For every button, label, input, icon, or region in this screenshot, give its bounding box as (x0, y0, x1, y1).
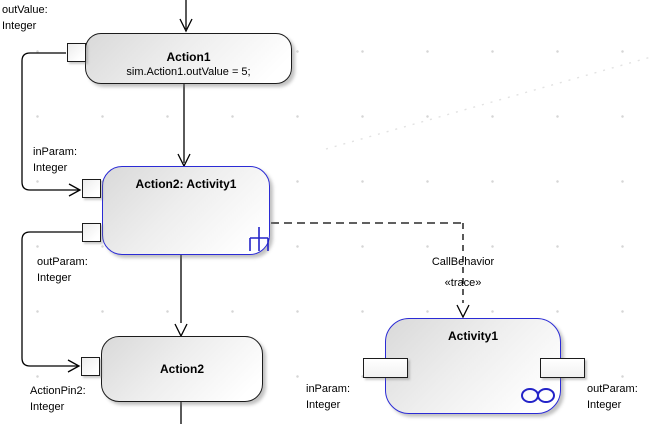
activity-node-activity1[interactable]: Activity1 (385, 318, 561, 414)
label-line: Integer (2, 20, 37, 32)
action-node-action2[interactable]: Action2 (101, 336, 263, 402)
control-flow-into-action1[interactable] (179, 0, 193, 33)
control-flow-action1-to-call[interactable] (177, 84, 191, 168)
pin-outvalue[interactable] (67, 43, 86, 62)
connector-stereotype-label: «trace» (444, 277, 482, 289)
label-line: Integer (30, 401, 65, 413)
label-line: outParam: (587, 383, 638, 395)
pin-label-actionpin2: ActionPin2: Integer (30, 383, 86, 415)
node-title: Activity1 (447, 329, 499, 343)
label-line: outValue: (2, 4, 48, 16)
composite-structure-icon (521, 388, 555, 403)
pin-inparam[interactable] (82, 179, 101, 198)
trace-connector[interactable] (271, 222, 470, 319)
pin-label-inparam: inParam: Integer (33, 144, 77, 176)
object-flow-outparam-to-actionpin2[interactable] (21, 231, 82, 373)
activity-parameter-inparam[interactable] (363, 358, 408, 378)
label-line: outParam: (37, 256, 88, 268)
label-line: Integer (37, 272, 72, 284)
node-title: Action2 (159, 362, 204, 376)
activity-parameter-outparam[interactable] (540, 358, 585, 378)
pin-actionpin2[interactable] (81, 357, 100, 376)
call-behavior-rake-icon (249, 227, 269, 251)
pin-outparam[interactable] (82, 223, 101, 242)
label-line: Integer (587, 399, 622, 411)
object-flow-outvalue-to-inparam[interactable] (21, 52, 82, 197)
connector-name-label: CallBehavior (431, 256, 495, 268)
label-line: inParam: (33, 146, 78, 158)
label-line: Integer (306, 399, 341, 411)
faded-trace-line (325, 56, 651, 150)
node-title: Action1 (166, 50, 211, 64)
node-effect-text: sim.Action1.outValue = 5; (126, 66, 251, 78)
action-node-action1[interactable]: Action1 sim.Action1.outValue = 5; (85, 33, 292, 84)
call-behavior-node-action2-activity1[interactable]: Action2: Activity1 (102, 166, 270, 255)
node-title: Action2: Activity1 (135, 177, 237, 191)
label-line: Integer (33, 162, 68, 174)
pin-label-outparam: outParam: Integer (37, 254, 88, 286)
label-line: ActionPin2: (30, 385, 86, 397)
param-label-activity-inparam: inParam: Integer (306, 381, 350, 413)
control-flow-call-to-action2[interactable] (174, 255, 188, 338)
param-label-activity-outparam: outParam: Integer (587, 381, 638, 413)
label-line: inParam: (306, 383, 351, 395)
pin-label-outvalue: outValue: Integer (2, 2, 48, 34)
